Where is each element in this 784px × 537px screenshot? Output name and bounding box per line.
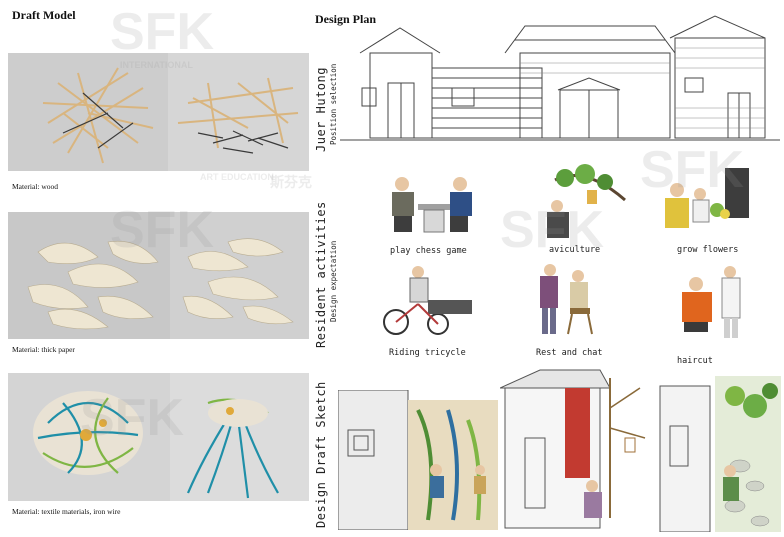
textile-caption: Material: textile materials, iron wire	[12, 507, 121, 516]
draft-sketch-right	[655, 376, 781, 533]
paper-caption: Material: thick paper	[12, 345, 75, 354]
activity-aviculture-illustration	[535, 160, 630, 242]
draft-model-title: Draft Model	[12, 8, 76, 22]
draft-sketch-left	[337, 389, 498, 531]
activity-tricycle-label: Riding tricycle	[389, 348, 466, 358]
paper-model-drawing	[8, 212, 309, 339]
wood-caption: Material: wood	[12, 182, 59, 191]
activity-haircut-illustration	[672, 262, 752, 342]
textile-model-photo	[8, 373, 309, 501]
activity-haircut-label: haircut	[677, 356, 713, 366]
design-plan-title: Design Plan	[315, 12, 377, 26]
activity-flowers-label: grow flowers	[677, 245, 739, 255]
activity-flowers-illustration	[655, 160, 755, 240]
activity-tricycle-illustration	[378, 262, 478, 340]
hutong-section-title: Juer Hutong	[314, 67, 328, 152]
activity-chat-illustration	[520, 262, 610, 340]
activity-aviculture-label: aviculture	[549, 245, 601, 255]
wood-model-drawing	[8, 53, 309, 171]
activities-section-subtitle: Design expectation	[329, 240, 338, 322]
activities-section-title: Resident activities	[314, 201, 328, 348]
hutong-elevation-sketch	[340, 8, 780, 154]
watermark-cn: 斯芬克	[270, 174, 312, 190]
activity-chat-label: Rest and chat	[536, 348, 603, 358]
watermark-line2: ART EDUCATION	[200, 172, 274, 182]
paper-model-photo	[8, 212, 309, 339]
activity-chess-label: play chess game	[390, 246, 467, 256]
hutong-section-subtitle: Position selection	[329, 63, 338, 145]
activity-chess-illustration	[380, 172, 490, 238]
sketch-section-title: Design Draft Sketch	[314, 381, 328, 528]
wood-model-photo	[8, 53, 309, 171]
textile-model-drawing	[8, 373, 309, 501]
draft-sketch-middle	[499, 368, 650, 532]
